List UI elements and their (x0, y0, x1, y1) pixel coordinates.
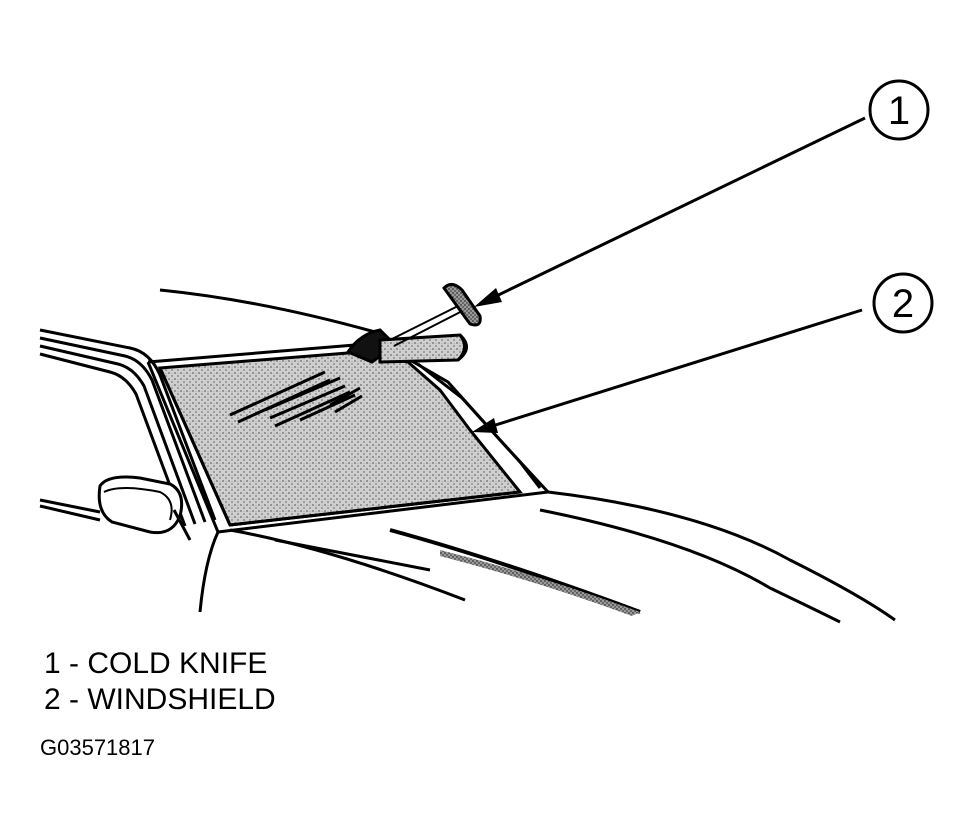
legend: 1 - COLD KNIFE 2 - WINDSHIELD (44, 646, 276, 718)
legend-label: WINDSHIELD (87, 683, 276, 716)
callout-2: 2 (872, 272, 934, 334)
hood-crease-shading (440, 550, 640, 616)
cold-knife-tool (345, 283, 482, 364)
callout-1-number: 1 (888, 89, 910, 133)
leader-line-1 (474, 116, 866, 307)
door-frame (39, 328, 217, 527)
legend-item-cold-knife: 1 - COLD KNIFE (44, 646, 276, 682)
legend-number: 2 (44, 683, 61, 716)
legend-item-windshield: 2 - WINDSHIELD (44, 682, 276, 718)
roof-line (159, 288, 376, 334)
legend-separator: - (60, 647, 88, 680)
windshield-frame (146, 343, 550, 534)
hood (198, 490, 896, 624)
side-mirror (39, 475, 192, 541)
legend-label: COLD KNIFE (87, 647, 268, 680)
legend-separator: - (60, 683, 88, 716)
callout-1: 1 (868, 79, 930, 141)
legend-number: 1 (44, 647, 61, 680)
leader-line-2 (472, 308, 863, 433)
callout-2-number: 2 (892, 282, 914, 326)
figure-code: G03571817 (40, 735, 155, 760)
glass-reflection (229, 370, 363, 428)
